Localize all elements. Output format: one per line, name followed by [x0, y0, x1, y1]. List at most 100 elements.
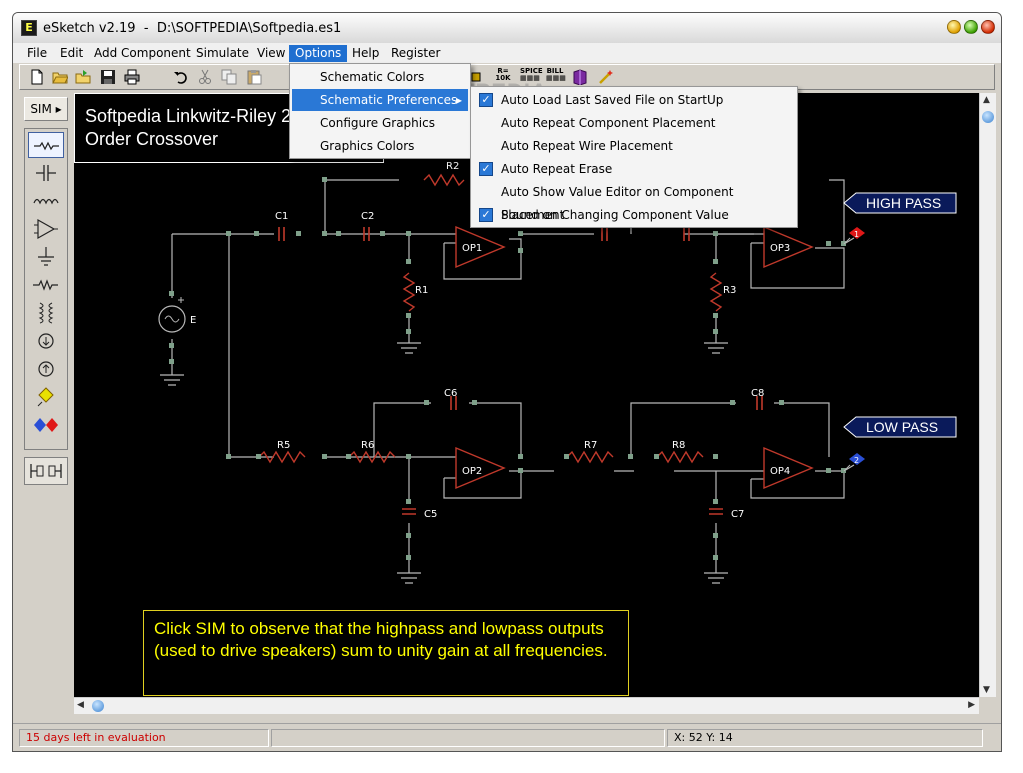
graphics-colors-item[interactable]: Graphics Colors [320, 139, 415, 153]
checkbox-checked-icon[interactable]: ✓ [479, 162, 493, 176]
status-empty-cell [271, 729, 665, 747]
pref-auto-repeat-component[interactable]: Auto Repeat Component Placement [473, 112, 795, 135]
capacitors [278, 227, 763, 515]
magic-wand-icon[interactable] [598, 69, 614, 85]
undo-icon[interactable] [173, 69, 189, 85]
c5-label: C5 [424, 509, 437, 520]
save-icon[interactable] [100, 69, 116, 85]
scroll-down-icon[interactable]: ▼ [983, 685, 990, 695]
resistor-tool-icon[interactable] [28, 272, 64, 298]
schematic-title-line1: Softpedia Linkwitz-Riley 2 [85, 106, 292, 126]
schematic-preferences-label: Schematic Preferences [320, 93, 458, 107]
current-source-tool-icon[interactable] [28, 328, 64, 354]
tool-group [24, 128, 68, 450]
maximize-button[interactable] [964, 20, 978, 34]
r1-label: R1 [415, 285, 428, 296]
pref-label: Auto Show Value Editor on Component Plac… [501, 185, 734, 222]
sim-button[interactable]: SIM ▸ [24, 97, 68, 121]
spice-button[interactable]: SPICE ▦▦▦ [520, 67, 543, 82]
cursor-coordinates: X: 52 Y: 14 [667, 729, 983, 747]
high-pass-tag-shape [843, 192, 957, 214]
app-icon: E [21, 20, 37, 36]
label-tool-icon[interactable] [28, 412, 64, 438]
component-tool-icon[interactable] [468, 69, 484, 85]
wire-tool-icon[interactable] [28, 132, 64, 158]
pref-auto-load[interactable]: ✓ Auto Load Last Saved File on StartUp [473, 89, 795, 112]
probe-1-label: 1 [854, 230, 859, 239]
instruction-note: Click SIM to observe that the highpass a… [143, 610, 629, 696]
status-bar: 15 days left in evaluation X: 52 Y: 14 [13, 723, 1001, 751]
c7-label: C7 [731, 509, 744, 520]
scroll-right-icon[interactable]: ▶ [968, 700, 975, 710]
opamp-tool-icon[interactable] [28, 216, 64, 242]
c8-label: C8 [751, 388, 764, 399]
pref-auto-show-value-editor[interactable]: Auto Show Value Editor on Component Plac… [473, 181, 795, 222]
c1-label: C1 [275, 211, 288, 222]
probe-tool-icon[interactable] [28, 384, 64, 410]
op2-label: OP2 [462, 466, 482, 477]
voltage-source [158, 297, 186, 333]
ground-tool-icon[interactable] [28, 244, 64, 270]
pref-auto-repeat-wire[interactable]: Auto Repeat Wire Placement [473, 135, 795, 158]
toolbar: R= 10K SPICE ▦▦▦ BILL ▦▦▦ [19, 64, 995, 90]
menu-options[interactable]: Options [289, 45, 348, 62]
menu-help[interactable]: Help [352, 46, 380, 60]
pref-label: Auto Repeat Erase [501, 162, 613, 176]
vertical-scroll-thumb[interactable] [982, 111, 994, 123]
probe-2 [843, 453, 865, 472]
probe-1 [843, 227, 865, 245]
horizontal-scroll-thumb[interactable] [92, 700, 104, 712]
pref-label: Sound on Changing Component Value [501, 208, 729, 222]
pref-label: Auto Repeat Component Placement [501, 116, 716, 130]
menu-simulate[interactable]: Simulate [196, 46, 250, 60]
r6-label: R6 [361, 440, 374, 451]
new-file-icon[interactable] [29, 69, 45, 85]
cut-icon[interactable] [197, 69, 213, 85]
paste-icon[interactable] [246, 69, 262, 85]
pref-auto-repeat-erase[interactable]: ✓ Auto Repeat Erase [473, 158, 795, 181]
copy-icon[interactable] [221, 69, 237, 85]
wire-nodes [169, 177, 846, 560]
print-icon[interactable] [124, 69, 140, 85]
pref-label: Auto Repeat Wire Placement [501, 139, 673, 153]
c2-label: C2 [361, 211, 374, 222]
switch-tool-icon[interactable] [24, 457, 68, 485]
vertical-scrollbar[interactable]: ▲ ▼ [979, 93, 996, 697]
wires [171, 179, 855, 573]
resistor-value-button[interactable]: R= 10K [495, 67, 511, 82]
menu-view[interactable]: View [257, 46, 286, 60]
capacitor-tool-icon[interactable] [28, 160, 64, 186]
configure-graphics-item[interactable]: Configure Graphics [320, 116, 435, 130]
menu-file[interactable]: File [27, 46, 48, 60]
menu-register[interactable]: Register [391, 46, 441, 60]
preferences-submenu: ✓ Auto Load Last Saved File on StartUp A… [470, 86, 798, 228]
checkbox-checked-icon[interactable]: ✓ [479, 208, 493, 222]
scroll-up-icon[interactable]: ▲ [983, 95, 990, 105]
checkbox-checked-icon[interactable]: ✓ [479, 93, 493, 107]
component-labels: E C1 C2 R2 R1 R3 C6 C8 R5 R6 R7 R8 C5 C7… [190, 161, 859, 520]
menu-edit[interactable]: Edit [60, 46, 84, 60]
title-bar[interactable]: E eSketch v2.19 - D:\SOFTPEDIA\Softpedia… [13, 13, 1001, 44]
minimize-button[interactable] [947, 20, 961, 34]
r8-label: R8 [672, 440, 685, 451]
arrow-source-tool-icon[interactable] [28, 356, 64, 382]
op3-label: OP3 [770, 243, 790, 254]
op4-label: OP4 [770, 466, 790, 477]
pref-sound-on-change[interactable]: ✓ Sound on Changing Component Value [473, 204, 795, 227]
menu-add-component[interactable]: Add Component [94, 46, 191, 60]
scroll-left-icon[interactable]: ◀ [77, 700, 84, 710]
r5-label: R5 [277, 440, 290, 451]
schematic-preferences-item[interactable]: Schematic Preferences ▸ [292, 89, 468, 111]
low-pass-tag-shape [843, 416, 957, 438]
window-title: eSketch v2.19 - D:\SOFTPEDIA\Softpedia.e… [43, 21, 342, 36]
open-recent-icon[interactable] [75, 69, 91, 85]
horizontal-scrollbar[interactable]: ◀ ▶ [74, 697, 979, 714]
transformer-tool-icon[interactable] [28, 300, 64, 326]
close-button[interactable] [981, 20, 995, 34]
open-folder-icon[interactable] [52, 69, 68, 85]
schematic-colors-item[interactable]: Schematic Colors [320, 70, 425, 84]
r2-label: R2 [446, 161, 459, 172]
inductor-tool-icon[interactable] [28, 188, 64, 214]
bill-button[interactable]: BILL ▦▦▦ [546, 67, 566, 82]
book-icon[interactable] [572, 69, 588, 85]
